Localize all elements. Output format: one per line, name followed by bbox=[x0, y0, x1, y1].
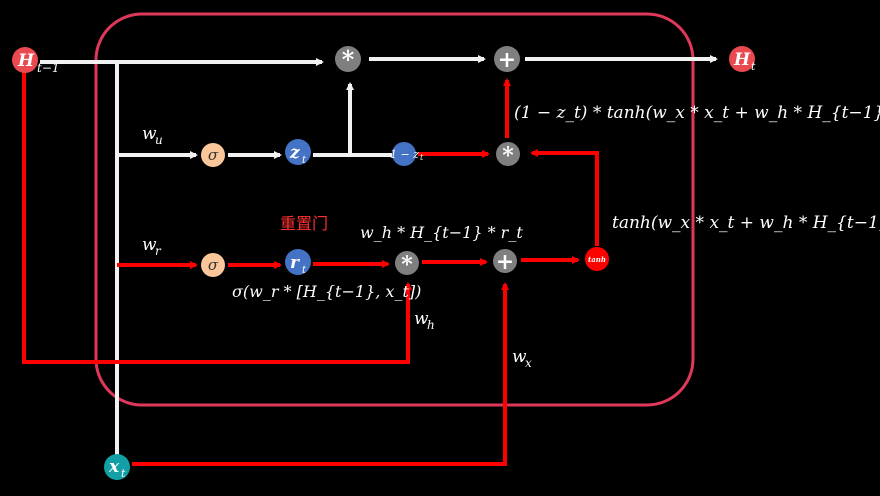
x-in-node: x t bbox=[104, 454, 130, 480]
add-top-node: + bbox=[494, 46, 520, 73]
h-prev-to-mul-reset bbox=[22, 70, 412, 364]
mul-top-symbol: * bbox=[342, 45, 355, 74]
tanh-formula: tanh(w_x * x_t + w_h * H_{t−1} * r_t) bbox=[612, 213, 880, 233]
w-h-subscript: h bbox=[427, 318, 435, 332]
sigma-update-node: σ bbox=[201, 143, 225, 167]
reset-formula: σ(w_r * [H_{t−1}, x_t]) bbox=[232, 282, 421, 301]
w-x-letter: w bbox=[512, 347, 527, 367]
gru-cell-box bbox=[94, 12, 695, 407]
sigma-reset-symbol: σ bbox=[208, 256, 219, 274]
weight-w-x: w x bbox=[512, 347, 532, 370]
h-out-node: H t bbox=[729, 46, 756, 73]
w-u-letter: w bbox=[142, 124, 157, 144]
white-lines bbox=[40, 55, 718, 455]
mul-mid-symbol: * bbox=[502, 143, 514, 169]
h-prev-node: H t−1 bbox=[12, 47, 60, 75]
w-r-subscript: r bbox=[155, 244, 162, 258]
tanh-node: tanh bbox=[585, 247, 609, 271]
h-out-letter: H bbox=[733, 50, 751, 70]
mult-formula: w_h * H_{t−1} * r_t bbox=[360, 223, 523, 242]
h-prev-letter: H bbox=[17, 51, 35, 71]
one-minus-z-text: 1 − z bbox=[390, 148, 419, 161]
r-gate-subscript: t bbox=[302, 265, 307, 276]
x-to-add-bottom bbox=[132, 282, 509, 466]
tanh-node-text: tanh bbox=[588, 255, 606, 264]
w-u-subscript: u bbox=[155, 133, 163, 147]
mul-mid-node: * bbox=[496, 142, 520, 169]
x-in-letter: x bbox=[108, 457, 120, 477]
combined-formula: (1 − z_t) * tanh(w_x * x_t + w_h * H_{t−… bbox=[514, 103, 880, 123]
weight-w-h: w h bbox=[414, 309, 435, 332]
w-r-letter: w bbox=[142, 235, 157, 255]
x-in-subscript: t bbox=[121, 467, 126, 480]
one-minus-z-subscript: t bbox=[420, 153, 424, 162]
add-bottom-node: + bbox=[493, 249, 517, 275]
mul-reset-node: * bbox=[395, 251, 419, 278]
one-minus-z-node: 1 − z t bbox=[390, 142, 424, 166]
weight-w-r: w r bbox=[142, 235, 162, 258]
z-gate-subscript: t bbox=[302, 155, 307, 166]
mul-top-node: * bbox=[335, 45, 361, 74]
z-gate-letter: z bbox=[289, 143, 300, 163]
mul-reset-symbol: * bbox=[401, 252, 413, 278]
r-gate-letter: r bbox=[290, 253, 300, 273]
add-top-symbol: + bbox=[498, 47, 516, 73]
r-gate-node: r t bbox=[285, 249, 311, 276]
h-out-subscript: t bbox=[751, 60, 756, 73]
sigma-reset-node: σ bbox=[201, 253, 225, 277]
z-gate-node: z t bbox=[285, 139, 311, 166]
weight-w-u: w u bbox=[142, 124, 163, 147]
red-lines bbox=[22, 70, 599, 466]
w-x-subscript: x bbox=[525, 356, 532, 370]
sigma-update-symbol: σ bbox=[208, 146, 219, 164]
tanh-up-to-mul-mid bbox=[530, 149, 599, 246]
add-bottom-symbol: + bbox=[496, 249, 514, 275]
h-prev-subscript: t−1 bbox=[37, 61, 60, 75]
reset-gate-title: 重置门 bbox=[280, 214, 328, 233]
w-h-letter: w bbox=[414, 309, 429, 329]
